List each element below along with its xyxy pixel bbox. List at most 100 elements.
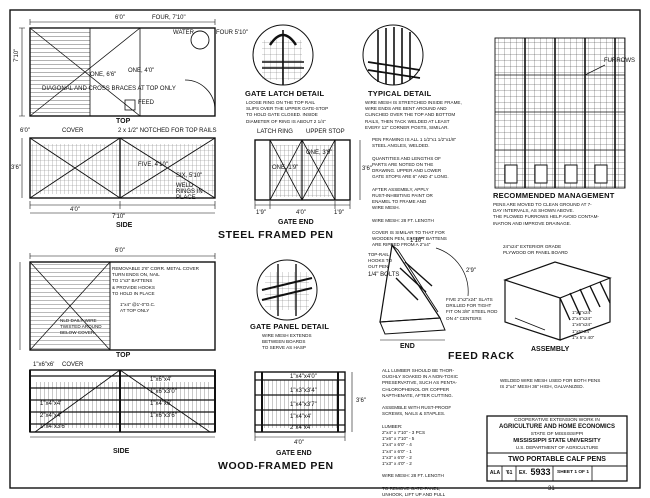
tb-ex: EX. xyxy=(518,470,528,476)
wood-w1-label: 1"x6"x6' xyxy=(33,362,55,368)
steel-gate-end-label: GATE END xyxy=(278,219,314,226)
framing-notes: PEN FRAMING IS ALL 1 1/2"x1 1/2"x1/8" ST… xyxy=(372,137,457,248)
wood-pen-title: WOOD-FRAMED PEN xyxy=(218,460,334,472)
tb-org4: MISSISSIPPI STATE UNIVERSITY xyxy=(513,438,601,444)
weld-rings-label: WELD RINGS IN PLACE xyxy=(176,183,203,201)
furrows-label: FURROWS xyxy=(604,58,635,64)
gate-latch-title: GATE LATCH DETAIL xyxy=(245,89,325,98)
plywood-note: 24"x24" EXTERIOR GRADE PLYWOOD OR PANEL … xyxy=(503,244,568,256)
tb-year: '61 xyxy=(505,470,513,476)
lumber-notes: ALL LUMBER SHOULD BE THOR- OUGHLY SOAKED… xyxy=(382,368,459,498)
wood-w5-label: 1"x6"x3'6" xyxy=(150,413,177,419)
page-mark: 31 xyxy=(548,486,555,492)
wood-cover-label: COVER xyxy=(62,362,84,368)
wood-g1-label: 1"x4"x4'0" xyxy=(290,374,317,380)
wood-top-width-dim: 6'0" xyxy=(115,248,125,254)
tb-org1: COOPERATIVE EXTENSION WORK IN xyxy=(514,418,600,423)
one-66-label: ONE, 6'6" xyxy=(90,72,117,78)
wood-w4-label: 1"x4"x6' xyxy=(150,401,172,407)
wood-w2-label: 1"x6"x4' xyxy=(150,377,172,383)
welded-mesh-note: WELDED WIRE MESH USED FOR BOTH PENS IS 2… xyxy=(500,378,601,390)
feed-label: FEED xyxy=(138,100,155,106)
gate-height-dim: 3'6" xyxy=(362,166,372,172)
slats-note: FIVE 2"x2"x24" SLATS DRILLED FOR TIGHT F… xyxy=(446,297,498,321)
wood-pen-gate-end-view xyxy=(254,371,353,441)
tb-org5: U.S. DEPARTMENT OF AGRICULTURE xyxy=(515,445,599,450)
wood-pen-side-view xyxy=(29,369,216,438)
water-label: WATER xyxy=(173,30,194,36)
steel-top-length-dim: 7'10" xyxy=(14,48,20,62)
assembly-label: ASSEMBLY xyxy=(531,346,570,353)
tb-ala: ALA xyxy=(489,470,501,476)
one-a-label: ONE, 3'9" xyxy=(306,150,333,156)
tb-sheet: SHEET 1 OF 1 xyxy=(557,470,589,475)
steel-top-width-dim: 6'0" xyxy=(115,15,125,21)
four-5-label: FOUR 5'10" xyxy=(216,30,248,36)
typical-detail-title: TYPICAL DETAIL xyxy=(368,89,432,98)
wood-pen-top-view xyxy=(19,253,216,351)
steel-side-width1-dim: 4'0" xyxy=(70,207,80,213)
title-block-frame xyxy=(486,415,628,482)
gate-w1-dim: 1'9" xyxy=(256,210,266,216)
steel-top-label: TOP xyxy=(116,118,131,125)
management-title: RECOMMENDED MANAGEMENT xyxy=(493,191,615,200)
gate-panel-text: WIRE MESH EXTENDS BETWEEN BOARDS TO SERV… xyxy=(262,333,312,351)
one-40-label: ONE, 4'0" xyxy=(128,68,155,74)
steel-side-height-dim: 3'6" xyxy=(11,165,21,171)
steel-pen-side-view xyxy=(21,137,216,214)
gate-w2-dim: 4'0" xyxy=(296,210,306,216)
cover-label: COVER xyxy=(62,128,84,134)
top-rail-note: TOP-RAIL HOOKS TO OUT PEN xyxy=(368,252,393,270)
bolts-label: 1/4" BOLTS xyxy=(368,272,400,278)
tb-org2: AGRICULTURE AND HOME ECONOMICS xyxy=(499,424,615,430)
steel-side-label: SIDE xyxy=(116,222,133,229)
assembly-dims: 1"x4"x24" 2"x4"x24" 1"x6"x24" 1"x5" 24" … xyxy=(572,310,595,340)
feed-dim-a: 1'10" xyxy=(410,238,424,244)
side-height-small-dim: 6'0" xyxy=(20,128,30,134)
diagonal-braces-label: DIAGONAL AND CROSS BRACES AT TOP ONLY xyxy=(42,86,176,92)
wood-at-top-note: 1"x4" @1'-0"O.C. AT TOP ONLY xyxy=(120,302,156,314)
wood-g5-label: 2"x4"x4' xyxy=(290,425,312,431)
management-rotation-grid xyxy=(494,37,626,189)
wood-w3-label: 1"x6"x3'0" xyxy=(150,389,177,395)
typical-detail-drawing xyxy=(362,24,424,86)
wood-gate-end-label: GATE END xyxy=(276,450,312,457)
feed-rack-title: FEED RACK xyxy=(448,350,515,362)
steel-pen-gate-end-view xyxy=(254,139,361,209)
one-b-label: ONE, 1'9" xyxy=(272,165,299,171)
wood-gate-height-dim: 3'6" xyxy=(356,398,366,404)
wood-w7-label: 2"x4"x4' xyxy=(40,413,62,419)
wood-nail-note: NLD DAILY WIRE TWISTED AROUND BELOW COVE… xyxy=(60,318,102,336)
typical-detail-text: WIRE MESH IS STRETCHED INSIDE FRAME, WIR… xyxy=(365,100,462,130)
feed-end-label: END xyxy=(400,343,415,350)
wood-g2-label: 1"x3"x3'4" xyxy=(290,388,317,394)
management-text: PENS ARE MOVED TO CLEAN GROUND AT 7- DAY… xyxy=(493,202,599,226)
steel-pen-top-view xyxy=(19,19,216,117)
gate-latch-detail-drawing xyxy=(252,24,314,86)
notched-label: 2 x 1/2" NOTCHED FOR TOP RAILS xyxy=(118,128,217,134)
five-label: FIVE, 4'10" xyxy=(138,162,168,168)
tb-org3: STATE OF MISSISSIPPI xyxy=(530,432,584,437)
gate-panel-title: GATE PANEL DETAIL xyxy=(250,322,330,331)
wood-cover-note: REMOVABLE 2'6" CORR. METAL COVER TURN EN… xyxy=(112,266,199,296)
wood-gate-width-dim: 4'0" xyxy=(294,440,304,446)
gate-w3-dim: 1'9" xyxy=(334,210,344,216)
wood-w8-label: 1"x4"x3'6" xyxy=(40,424,67,430)
sheet-border xyxy=(9,9,641,489)
six-label: SIX, 5'10" xyxy=(176,173,203,179)
latch-ring-label: LATCH RING xyxy=(257,129,293,135)
steel-four-label: FOUR, 7'10" xyxy=(152,15,186,21)
steel-side-width2-dim: 7'10" xyxy=(112,214,126,220)
wood-w6-label: 1"x4"x4' xyxy=(40,401,62,407)
steel-pen-title: STEEL FRAMED PEN xyxy=(218,229,334,241)
gate-panel-detail-drawing xyxy=(256,259,318,321)
tb-title: TWO PORTABLE CALF PENS xyxy=(508,456,606,463)
feed-rack-assembly-drawing xyxy=(503,261,612,341)
wood-side-label: SIDE xyxy=(113,448,130,455)
wood-g4-label: 1"x4"x4' xyxy=(290,414,312,420)
wood-g3-label: 1"x4"x3'7" xyxy=(290,402,317,408)
tb-number: 5933 xyxy=(530,467,551,477)
wood-top-label: TOP xyxy=(116,352,131,359)
